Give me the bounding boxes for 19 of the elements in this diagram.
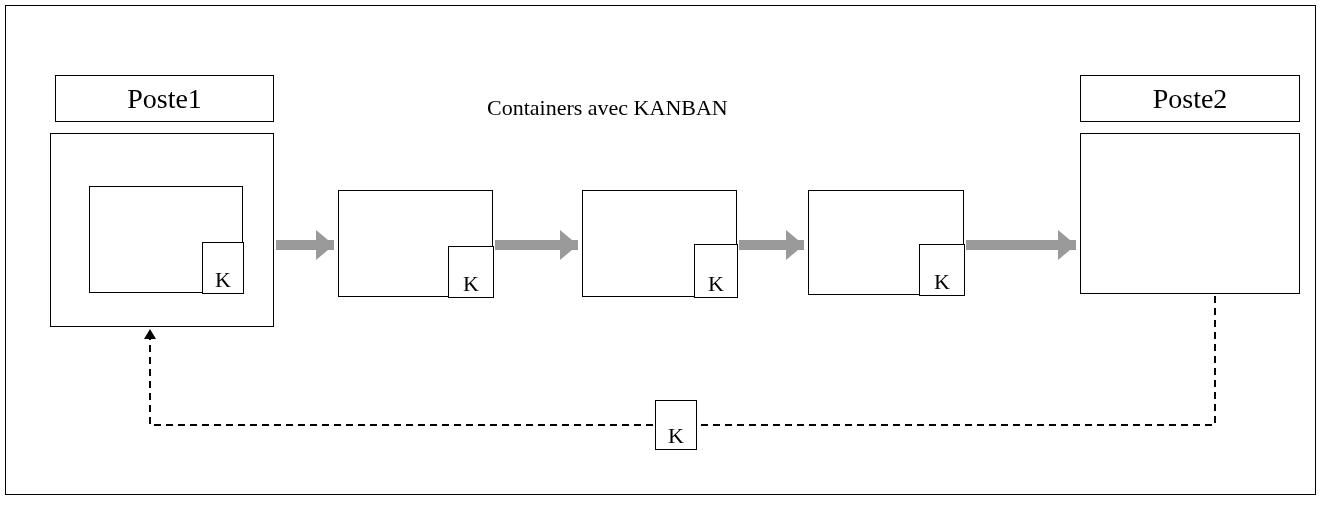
- kanban-card: K: [919, 244, 965, 296]
- arrow: [144, 328, 654, 426]
- station-rect: [50, 133, 274, 327]
- kanban-card: K: [655, 400, 697, 450]
- container-rect: [582, 190, 737, 297]
- annotation-text: Containers avec KANBAN: [487, 95, 728, 121]
- container-rect: [808, 190, 964, 295]
- arrow: [739, 230, 804, 260]
- arrow: [495, 230, 578, 260]
- station-label: Poste1: [55, 75, 274, 122]
- arrow: [966, 230, 1076, 260]
- arrow: [276, 230, 334, 260]
- kanban-card: K: [694, 244, 738, 298]
- container-rect: [338, 190, 493, 297]
- station-label: Poste2: [1080, 75, 1300, 122]
- kanban-card: K: [202, 242, 244, 294]
- kanban-card: K: [448, 246, 494, 298]
- container-rect: [89, 186, 243, 293]
- station-rect: [1080, 133, 1300, 294]
